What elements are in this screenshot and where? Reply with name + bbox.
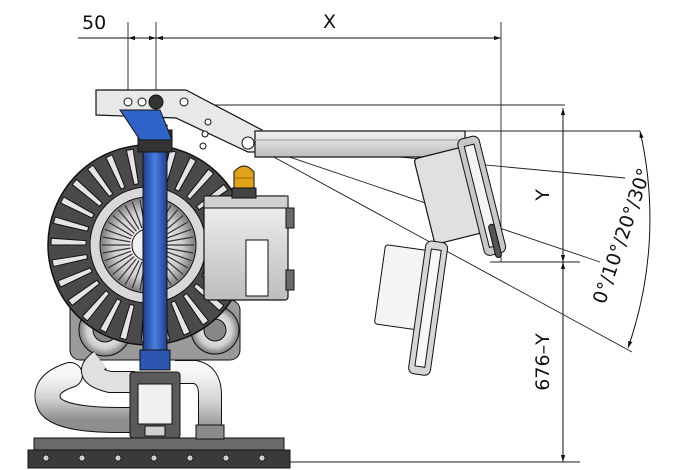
rotor-blade xyxy=(107,253,133,269)
rotor-blade xyxy=(104,228,132,240)
swivel-arm xyxy=(95,89,466,158)
rotor-blade xyxy=(117,209,137,232)
blower-fin xyxy=(59,196,95,219)
dim-tilt-angles-label: 0°/10°/20°/30° xyxy=(589,165,656,306)
rotor-blade xyxy=(165,247,194,254)
rotor-blade xyxy=(163,221,189,237)
blower-fin xyxy=(170,300,191,336)
blower-fin xyxy=(185,168,215,201)
dim-remaining-height-label: 676–Y xyxy=(532,333,554,391)
rotor-blade xyxy=(107,221,133,237)
blower-fin xyxy=(57,267,93,288)
blower-fin xyxy=(99,298,122,334)
pipe-assembly xyxy=(34,351,225,440)
blower-fin xyxy=(51,253,89,268)
rotor-blade xyxy=(124,204,140,230)
display-upper xyxy=(414,135,507,258)
blower-fin xyxy=(105,154,126,190)
blower-fin xyxy=(119,303,135,341)
blower-fin xyxy=(71,178,104,208)
rotor-blade xyxy=(117,258,137,281)
warning-beacon xyxy=(231,165,257,199)
rotor-blade xyxy=(124,260,140,286)
blower-fin xyxy=(86,164,114,198)
rotor-blade xyxy=(112,214,135,234)
blower-fin xyxy=(174,156,197,192)
rotor-blade xyxy=(163,253,189,269)
rotor-blade xyxy=(131,201,143,229)
blower-fin xyxy=(182,292,210,326)
dim-offset-label: 50 xyxy=(82,12,106,34)
rotor-blade xyxy=(102,247,131,254)
rotor-blade xyxy=(164,250,192,262)
vertical-column xyxy=(137,124,173,371)
rotor-blade xyxy=(164,228,192,240)
control-box xyxy=(203,195,295,301)
blower-fin xyxy=(52,216,90,232)
dim-height-label: Y xyxy=(532,189,554,202)
rotor-blade xyxy=(131,261,143,289)
blower-fin xyxy=(125,148,140,186)
blower-fin xyxy=(50,237,87,246)
rotor-blade xyxy=(104,250,132,262)
blower-fin xyxy=(67,279,101,307)
rotor-blade xyxy=(112,256,135,276)
dim-reach-label: X xyxy=(323,11,336,33)
rotor-blade xyxy=(165,236,194,243)
display-lower xyxy=(374,240,449,376)
base-plate xyxy=(27,437,291,469)
blower-fin xyxy=(81,289,111,322)
rotor-blade xyxy=(102,236,131,243)
